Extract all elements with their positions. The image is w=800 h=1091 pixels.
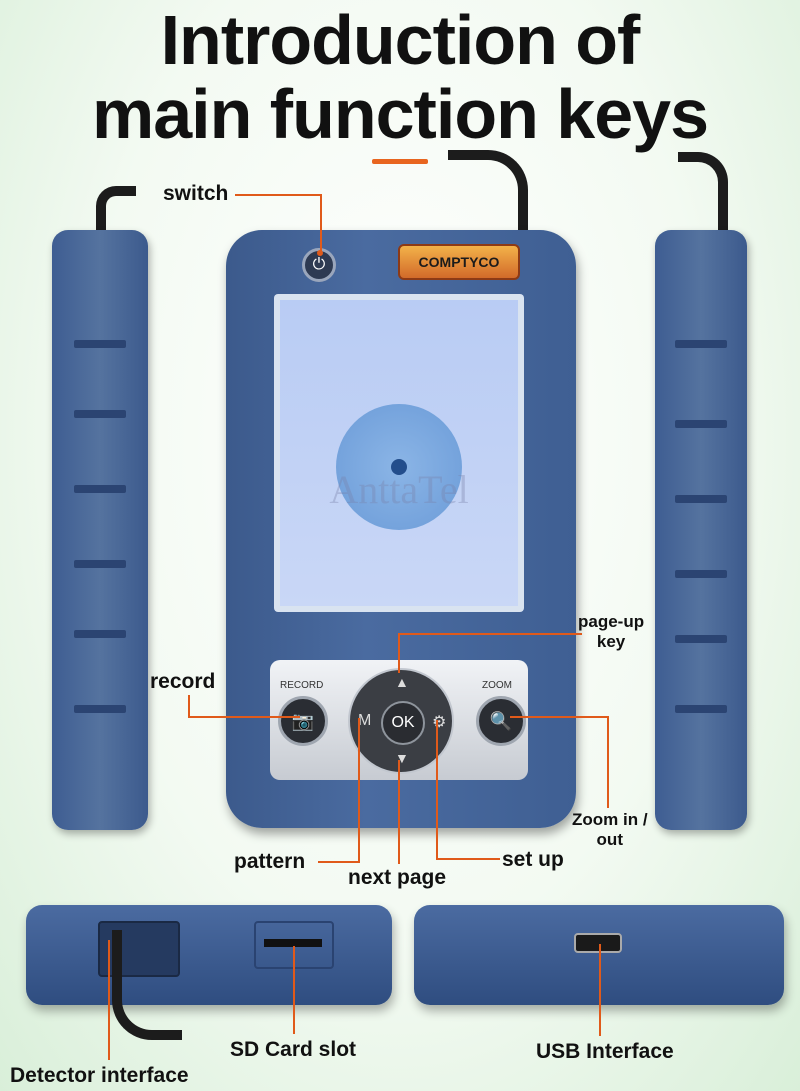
device-front: ⏻ COMPTYCO AnttaTel RECORD 📷 ▲ ▼ M ⚙ OK … [226, 230, 576, 828]
leader-page-up [398, 633, 582, 635]
usb-port [574, 933, 622, 953]
arrow-up-icon[interactable]: ▲ [395, 674, 409, 690]
direction-pad[interactable]: ▲ ▼ M ⚙ OK [348, 668, 454, 774]
mode-key[interactable]: M [358, 712, 372, 729]
ok-key[interactable]: OK [381, 701, 425, 745]
leader-usb [599, 944, 601, 1036]
leader-set-up-v [436, 720, 438, 860]
label-zoom: Zoom in / out [572, 810, 648, 850]
device-left-side-view [52, 230, 148, 830]
leader-page-up-v [398, 633, 400, 673]
title-line-1: Introduction of [160, 1, 641, 79]
label-usb: USB Interface [536, 1040, 674, 1063]
title-line-2: main function keys [91, 75, 709, 153]
label-record: record [150, 670, 216, 693]
leader-switch-v [320, 194, 322, 252]
zoom-key-label: ZOOM [482, 680, 512, 691]
label-detector: Detector interface [10, 1064, 189, 1087]
record-key-label: RECORD [280, 680, 324, 691]
brand-badge: COMPTYCO [398, 244, 520, 280]
leader-zoom [510, 716, 608, 718]
label-switch: switch [163, 182, 229, 205]
leader-record [188, 716, 300, 718]
screen: AnttaTel [280, 300, 518, 606]
leader-sd-card [293, 946, 295, 1034]
fiber-end-image [336, 404, 462, 530]
label-zoom-line2: out [596, 830, 623, 849]
leader-switch [235, 194, 321, 196]
label-next-page: next page [348, 866, 447, 889]
label-page-up-line2: key [596, 632, 626, 651]
leader-pattern [318, 861, 360, 863]
right-cable [678, 152, 728, 242]
screen-bezel: AnttaTel [274, 294, 524, 612]
title-underline [372, 159, 428, 164]
label-sd-card: SD Card slot [230, 1038, 357, 1061]
label-page-up-line1: page-up [578, 612, 645, 631]
label-page-up: page-up key [578, 612, 644, 652]
front-cable [448, 150, 528, 240]
leader-set-up [436, 858, 500, 860]
leader-detector [108, 940, 110, 1060]
leader-zoom-v [607, 716, 609, 808]
label-pattern: pattern [234, 850, 306, 873]
label-zoom-line1: Zoom in / [572, 810, 648, 829]
settings-icon[interactable]: ⚙ [432, 714, 447, 731]
magnifier-icon[interactable]: 🔍 [476, 696, 526, 746]
detector-cable [112, 930, 182, 1040]
camera-icon[interactable]: 📷 [278, 696, 328, 746]
leader-next-page [398, 760, 400, 864]
left-cable [96, 186, 136, 236]
label-set-up: set up [502, 848, 564, 871]
watermark: AnttaTel [329, 467, 469, 512]
device-bottom-view-left [26, 905, 392, 1005]
leader-pattern-v [358, 718, 360, 863]
leader-switch-dot [317, 250, 323, 256]
leader-record-v [188, 695, 190, 717]
device-right-side-view [655, 230, 747, 830]
